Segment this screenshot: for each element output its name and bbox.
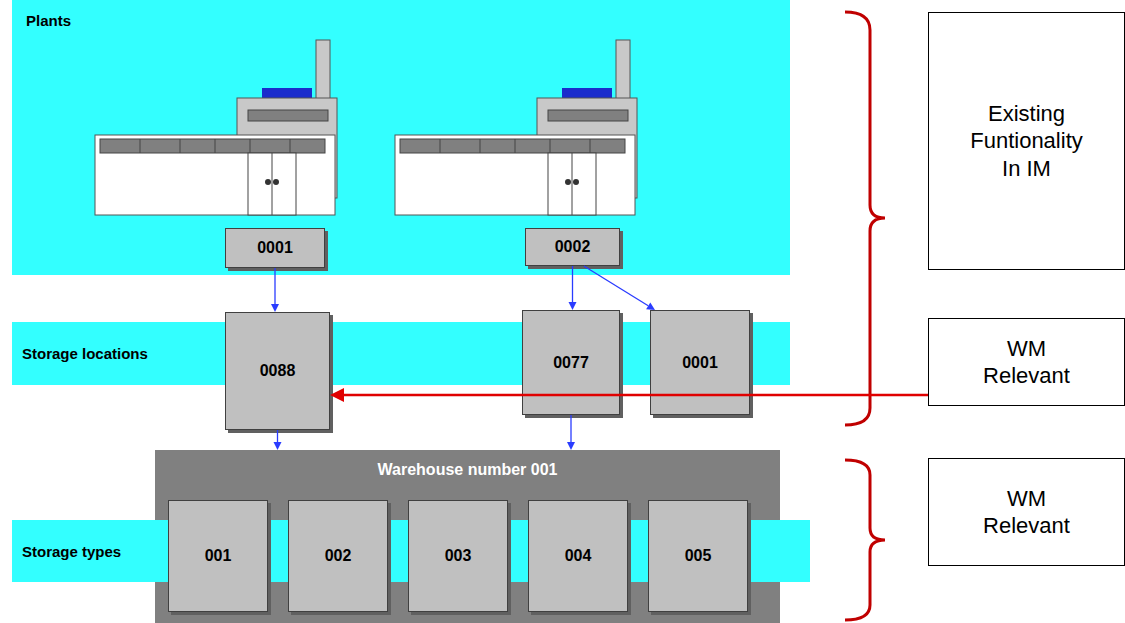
band-label: Storage types [22,543,121,560]
factory-icon [95,40,337,215]
storage-type-code: 002 [325,547,352,565]
connector-arrow [569,266,577,310]
storage-type-code: 001 [205,547,232,565]
storage-location-box: 0088 [225,312,330,430]
storage-type-code: 003 [445,547,472,565]
storage-type-box: 004 [528,500,628,612]
factory-icon [395,40,637,215]
storage-location-code: 0077 [553,354,589,372]
storage-type-box: 003 [408,500,508,612]
warehouse-title: Warehouse number 001 [378,461,558,479]
storage-type-code: 005 [685,547,712,565]
arrow-head [569,302,577,310]
band-label: Storage locations [22,345,148,362]
note-text: WM Relevant [974,485,1079,540]
curly-bracket [845,12,885,425]
note-box: WM Relevant [928,458,1125,566]
connector-line [572,266,573,302]
note-text: Existing Funtionality In IM [959,100,1094,183]
plant-box: 0001 [225,228,325,268]
arrow-head [330,388,344,402]
storage-location-code: 0001 [682,354,718,372]
connector-line [274,268,275,304]
curly-bracket [845,460,885,620]
note-box: Existing Funtionality In IM [928,12,1125,270]
warehouse-panel: Warehouse number 001 001 002 003 004 005 [155,450,780,623]
connector-line [277,430,278,442]
storage-location-box: 0077 [522,310,620,415]
connector-arrow [274,430,282,450]
arrow-head [274,442,282,450]
storage-location-box: 0001 [650,310,750,415]
storage-location-code: 0088 [260,362,296,380]
arrow-head [646,302,655,310]
connector-arrow [567,415,575,450]
connector-line [570,415,571,442]
connector-arrow [330,388,928,402]
connector-line [344,394,928,397]
band-label: Plants [26,12,71,29]
plant-code: 0001 [257,239,293,257]
connector-arrow [271,268,279,312]
storage-type-box: 002 [288,500,388,612]
arrow-head [271,304,279,312]
plant-code: 0002 [555,238,591,256]
storage-type-box: 005 [648,500,748,612]
connector-line [584,266,648,306]
plants-band: Plants 0001 0002 [12,0,790,275]
arrow-head [567,442,575,450]
note-text: WM Relevant [974,335,1079,390]
connector-arrow [584,266,655,310]
storage-type-box: 001 [168,500,268,612]
note-box: WM Relevant [928,318,1125,406]
plant-box: 0002 [525,228,620,266]
storage-type-code: 004 [565,547,592,565]
